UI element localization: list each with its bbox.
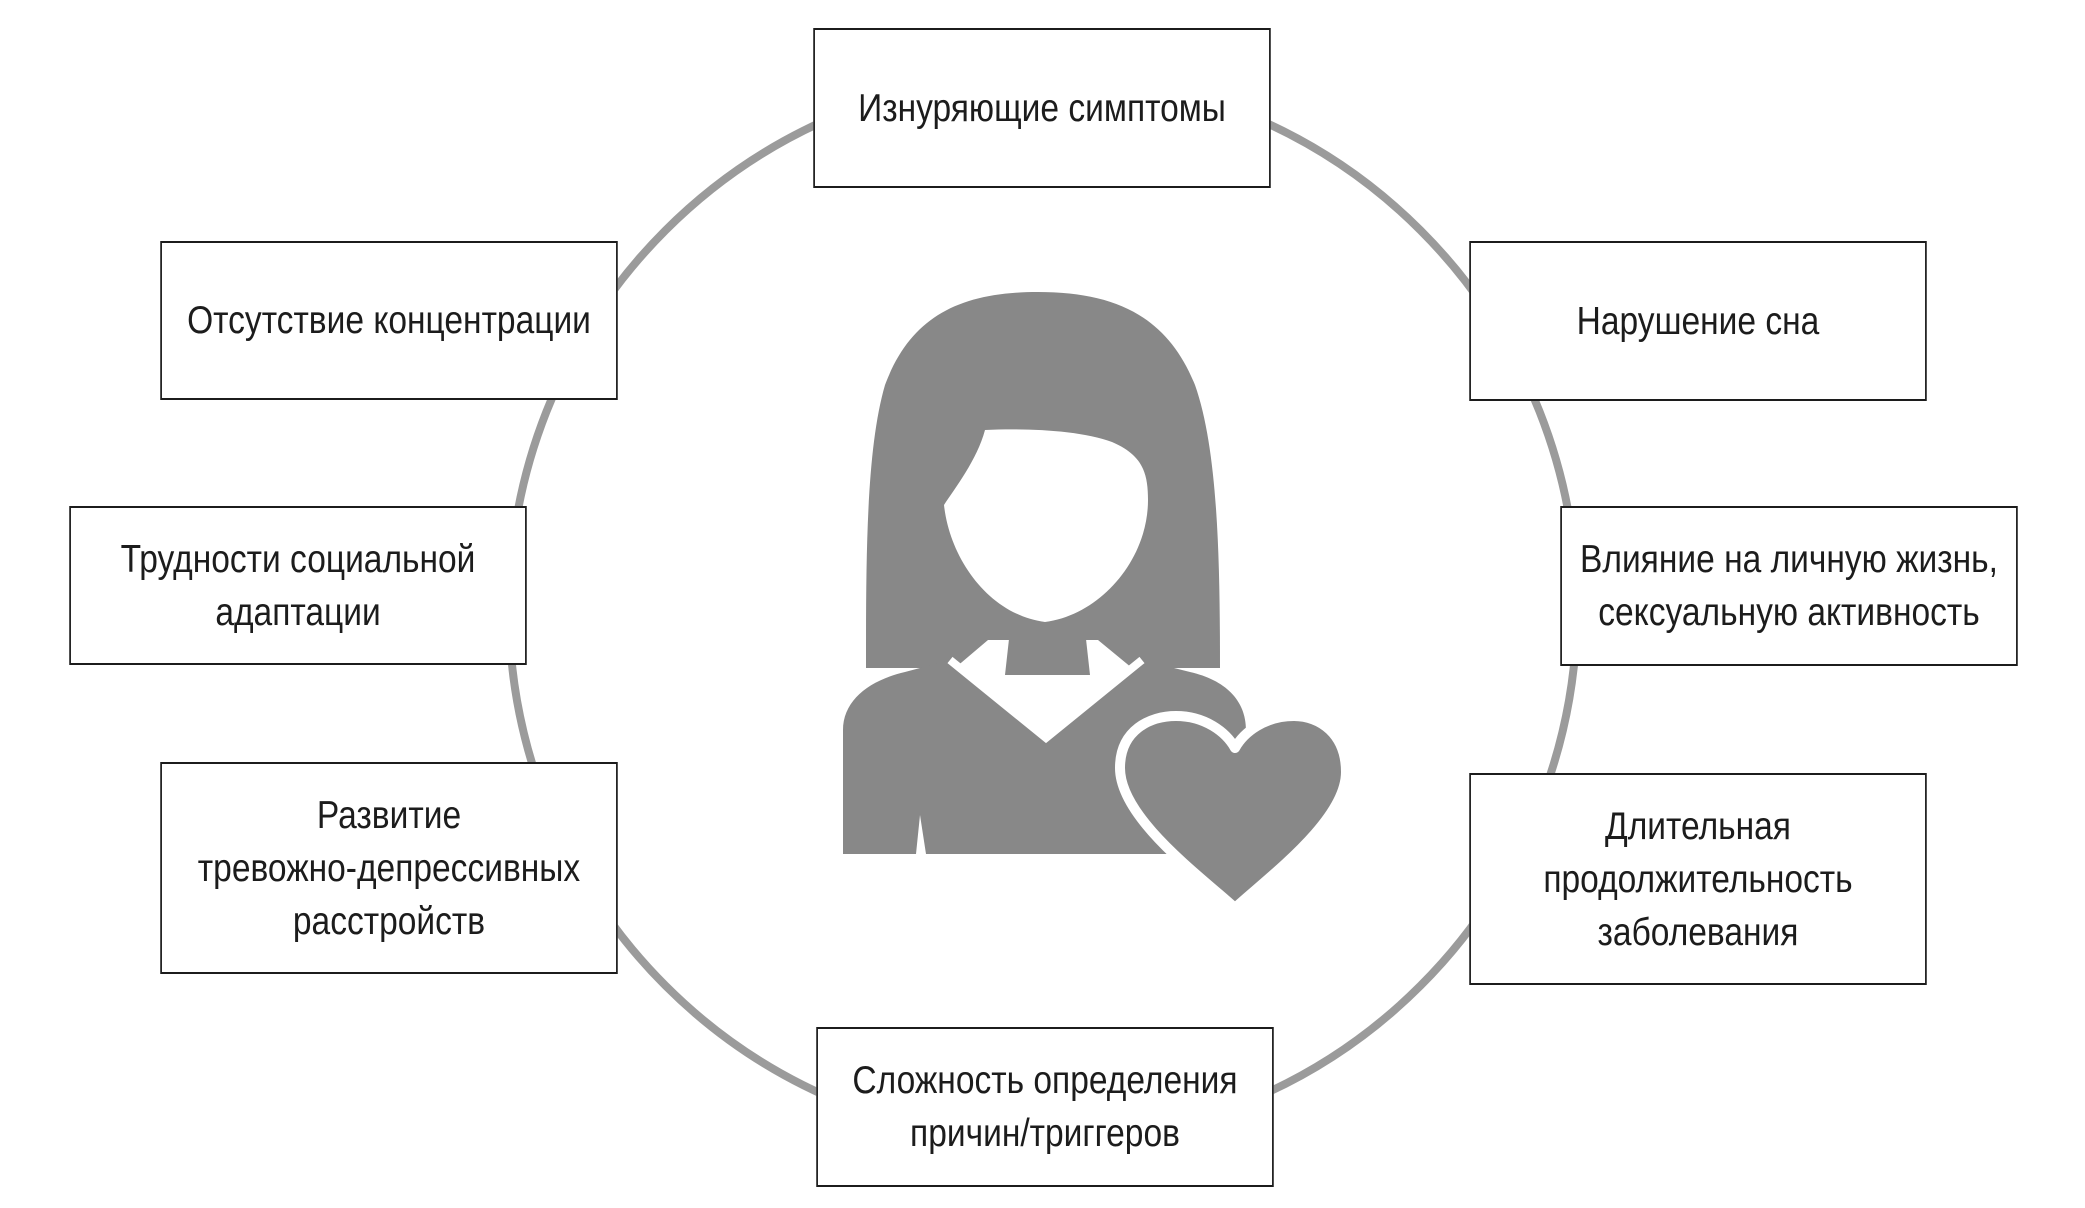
box-label: Изнуряющие симптомы [858, 86, 1226, 130]
box-personal-life-impact: Влияние на личную жизнь, сексуальную акт… [1560, 506, 2018, 666]
box-debilitating-symptoms: Изнуряющие симптомы [813, 28, 1271, 188]
box-trigger-identification: Сложность определения причин/триггеров [816, 1027, 1274, 1187]
box-lack-of-concentration: Отсутствие концентрации [160, 241, 618, 400]
box-label: Длительная продолжительность заболевания [1543, 804, 1853, 954]
box-label: Развитие тревожно-депрессивных расстройс… [197, 793, 581, 943]
box-label: Отсутствие концентрации [187, 299, 591, 342]
box-label: Нарушение сна [1576, 299, 1820, 343]
box-long-duration: Длительная продолжительность заболевания [1469, 773, 1927, 985]
box-sleep-disturbance: Нарушение сна [1469, 241, 1927, 401]
heart-icon [1115, 711, 1351, 913]
box-anxiety-depression: Развитие тревожно-депрессивных расстройс… [160, 762, 618, 974]
box-social-adaptation: Трудности социальной адаптации [69, 506, 527, 665]
box-label: Трудности социальной адаптации [120, 537, 476, 634]
box-label: Сложность определения причин/триггеров [852, 1059, 1238, 1155]
box-label: Влияние на личную жизнь, сексуальную акт… [1580, 538, 1998, 634]
